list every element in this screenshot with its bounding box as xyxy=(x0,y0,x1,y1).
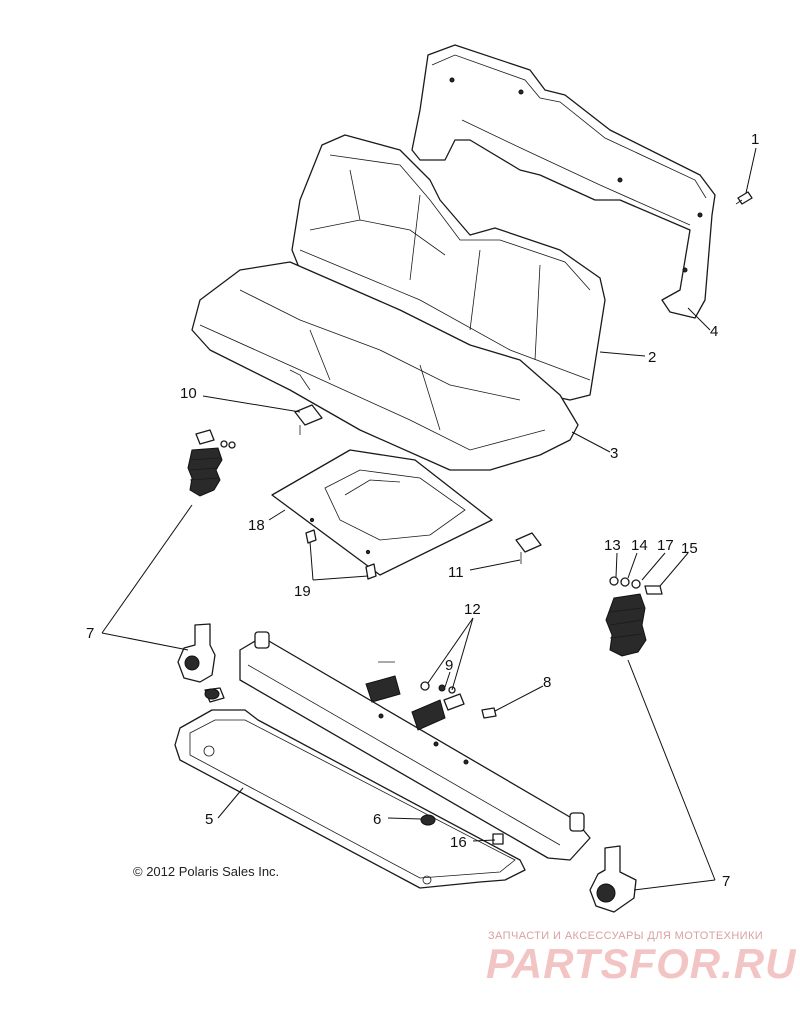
callout-5: 5 xyxy=(205,811,213,828)
callout-6: 6 xyxy=(373,811,381,828)
grommet-part-6 xyxy=(420,814,436,826)
callout-2: 2 xyxy=(648,349,656,366)
seat-frame xyxy=(174,709,526,889)
screw-part-1 xyxy=(735,191,753,205)
callout-7-left: 7 xyxy=(86,625,94,642)
watermark-subtitle: ЗАПЧАСТИ И АКСЕССУАРЫ ДЛЯ МОТОТЕХНИКИ xyxy=(488,930,764,942)
bolt-part-8 xyxy=(481,707,497,719)
callout-16: 16 xyxy=(450,834,467,851)
seat-bottom-cushion xyxy=(191,261,579,471)
leader-lines xyxy=(101,147,757,891)
seat-support-rail xyxy=(239,631,591,861)
seatbelt-buckle-left xyxy=(365,661,401,703)
washer-parts-9 xyxy=(420,681,456,694)
grommet-left xyxy=(204,688,220,700)
callout-14: 14 xyxy=(631,537,648,554)
seatbelt-buckle-right xyxy=(411,693,465,731)
callout-12: 12 xyxy=(464,601,481,618)
callout-8: 8 xyxy=(543,674,551,691)
latch-clip-part-11 xyxy=(515,532,542,564)
callout-15: 15 xyxy=(681,540,698,557)
latch-clip-part-10 xyxy=(294,404,323,435)
callout-3: 3 xyxy=(610,445,618,462)
callout-4: 4 xyxy=(710,323,718,340)
left-seatbelt-spring xyxy=(187,429,236,497)
callout-13: 13 xyxy=(604,537,621,554)
screw-part-19 xyxy=(305,529,377,580)
callout-labels: 1 2 3 4 5 6 7 7 8 9 10 11 12 13 14 15 16… xyxy=(86,131,759,890)
callout-11: 11 xyxy=(448,564,464,581)
callout-18: 18 xyxy=(248,517,265,534)
right-seatbelt-spring xyxy=(605,576,663,657)
right-retractor xyxy=(589,845,637,913)
seat-base-plate xyxy=(271,449,493,576)
watermark-brand: PARTSFOR.RU xyxy=(486,940,797,987)
callout-10: 10 xyxy=(180,385,197,402)
callout-17: 17 xyxy=(657,537,674,554)
seat-back-panel xyxy=(411,44,716,319)
spacer-part-16 xyxy=(492,833,504,845)
callout-1: 1 xyxy=(751,131,759,148)
callout-19: 19 xyxy=(294,583,311,600)
callout-9: 9 xyxy=(445,657,453,674)
callout-7-right: 7 xyxy=(722,873,730,890)
copyright-notice: © 2012 Polaris Sales Inc. xyxy=(133,864,280,879)
